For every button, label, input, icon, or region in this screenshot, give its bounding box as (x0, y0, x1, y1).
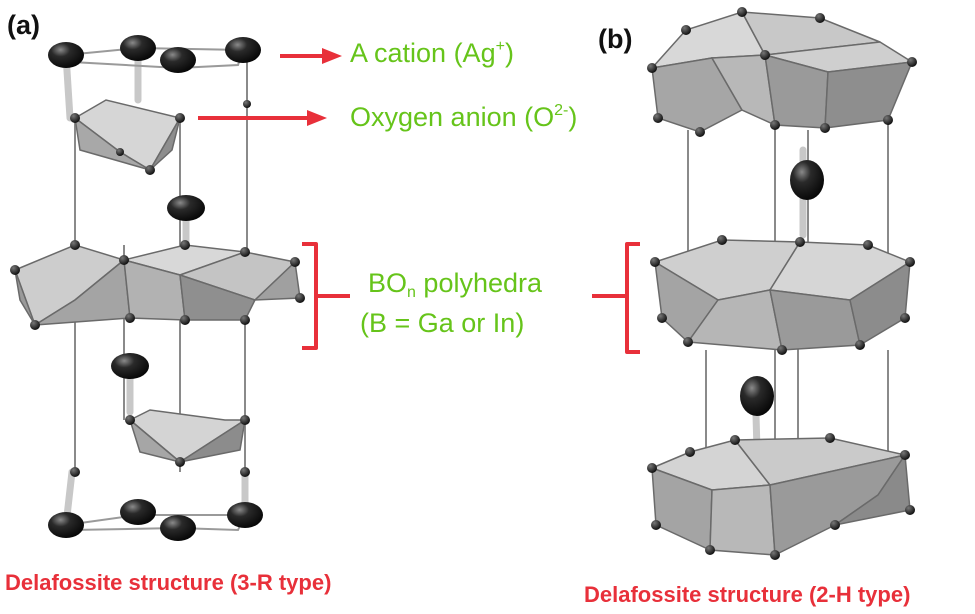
bottom-polyhedra-b (649, 437, 911, 557)
ag-cations-b (740, 160, 824, 416)
label-a-cation: A cation (Ag+) (350, 38, 514, 68)
polyhedra-layer-a (14, 244, 301, 327)
bottom-ring-a (63, 514, 247, 532)
ag-cations-a (48, 35, 263, 541)
top-polyhedra-b (650, 11, 915, 133)
label-polyhedra-b-element: (B = Ga or In) (360, 308, 525, 338)
caption-3r: Delafossite structure (3-R type) (5, 570, 332, 595)
lower-octahedron-a (128, 409, 248, 463)
oxygen-anions-b (647, 7, 917, 560)
structure-3r (10, 35, 305, 541)
polyhedra-brackets (302, 242, 640, 354)
bracket-left (302, 242, 350, 350)
structure-2h (647, 7, 917, 560)
annotation-arrows (198, 48, 342, 126)
label-oxygen-anion: Oxygen anion (O2-) (350, 102, 578, 132)
arrow-to-cation (280, 48, 342, 64)
panel-label-a: (a) (7, 10, 40, 40)
panel-label-b: (b) (598, 24, 633, 54)
oxygen-anions-a (10, 100, 305, 477)
arrow-to-oxygen (198, 110, 327, 126)
bracket-right (592, 242, 640, 354)
caption-2h: Delafossite structure (2-H type) (584, 582, 911, 607)
label-polyhedra: BOn polyhedra (368, 268, 543, 301)
top-octahedron-a (73, 99, 182, 172)
polyhedra-layer-b (653, 239, 912, 351)
